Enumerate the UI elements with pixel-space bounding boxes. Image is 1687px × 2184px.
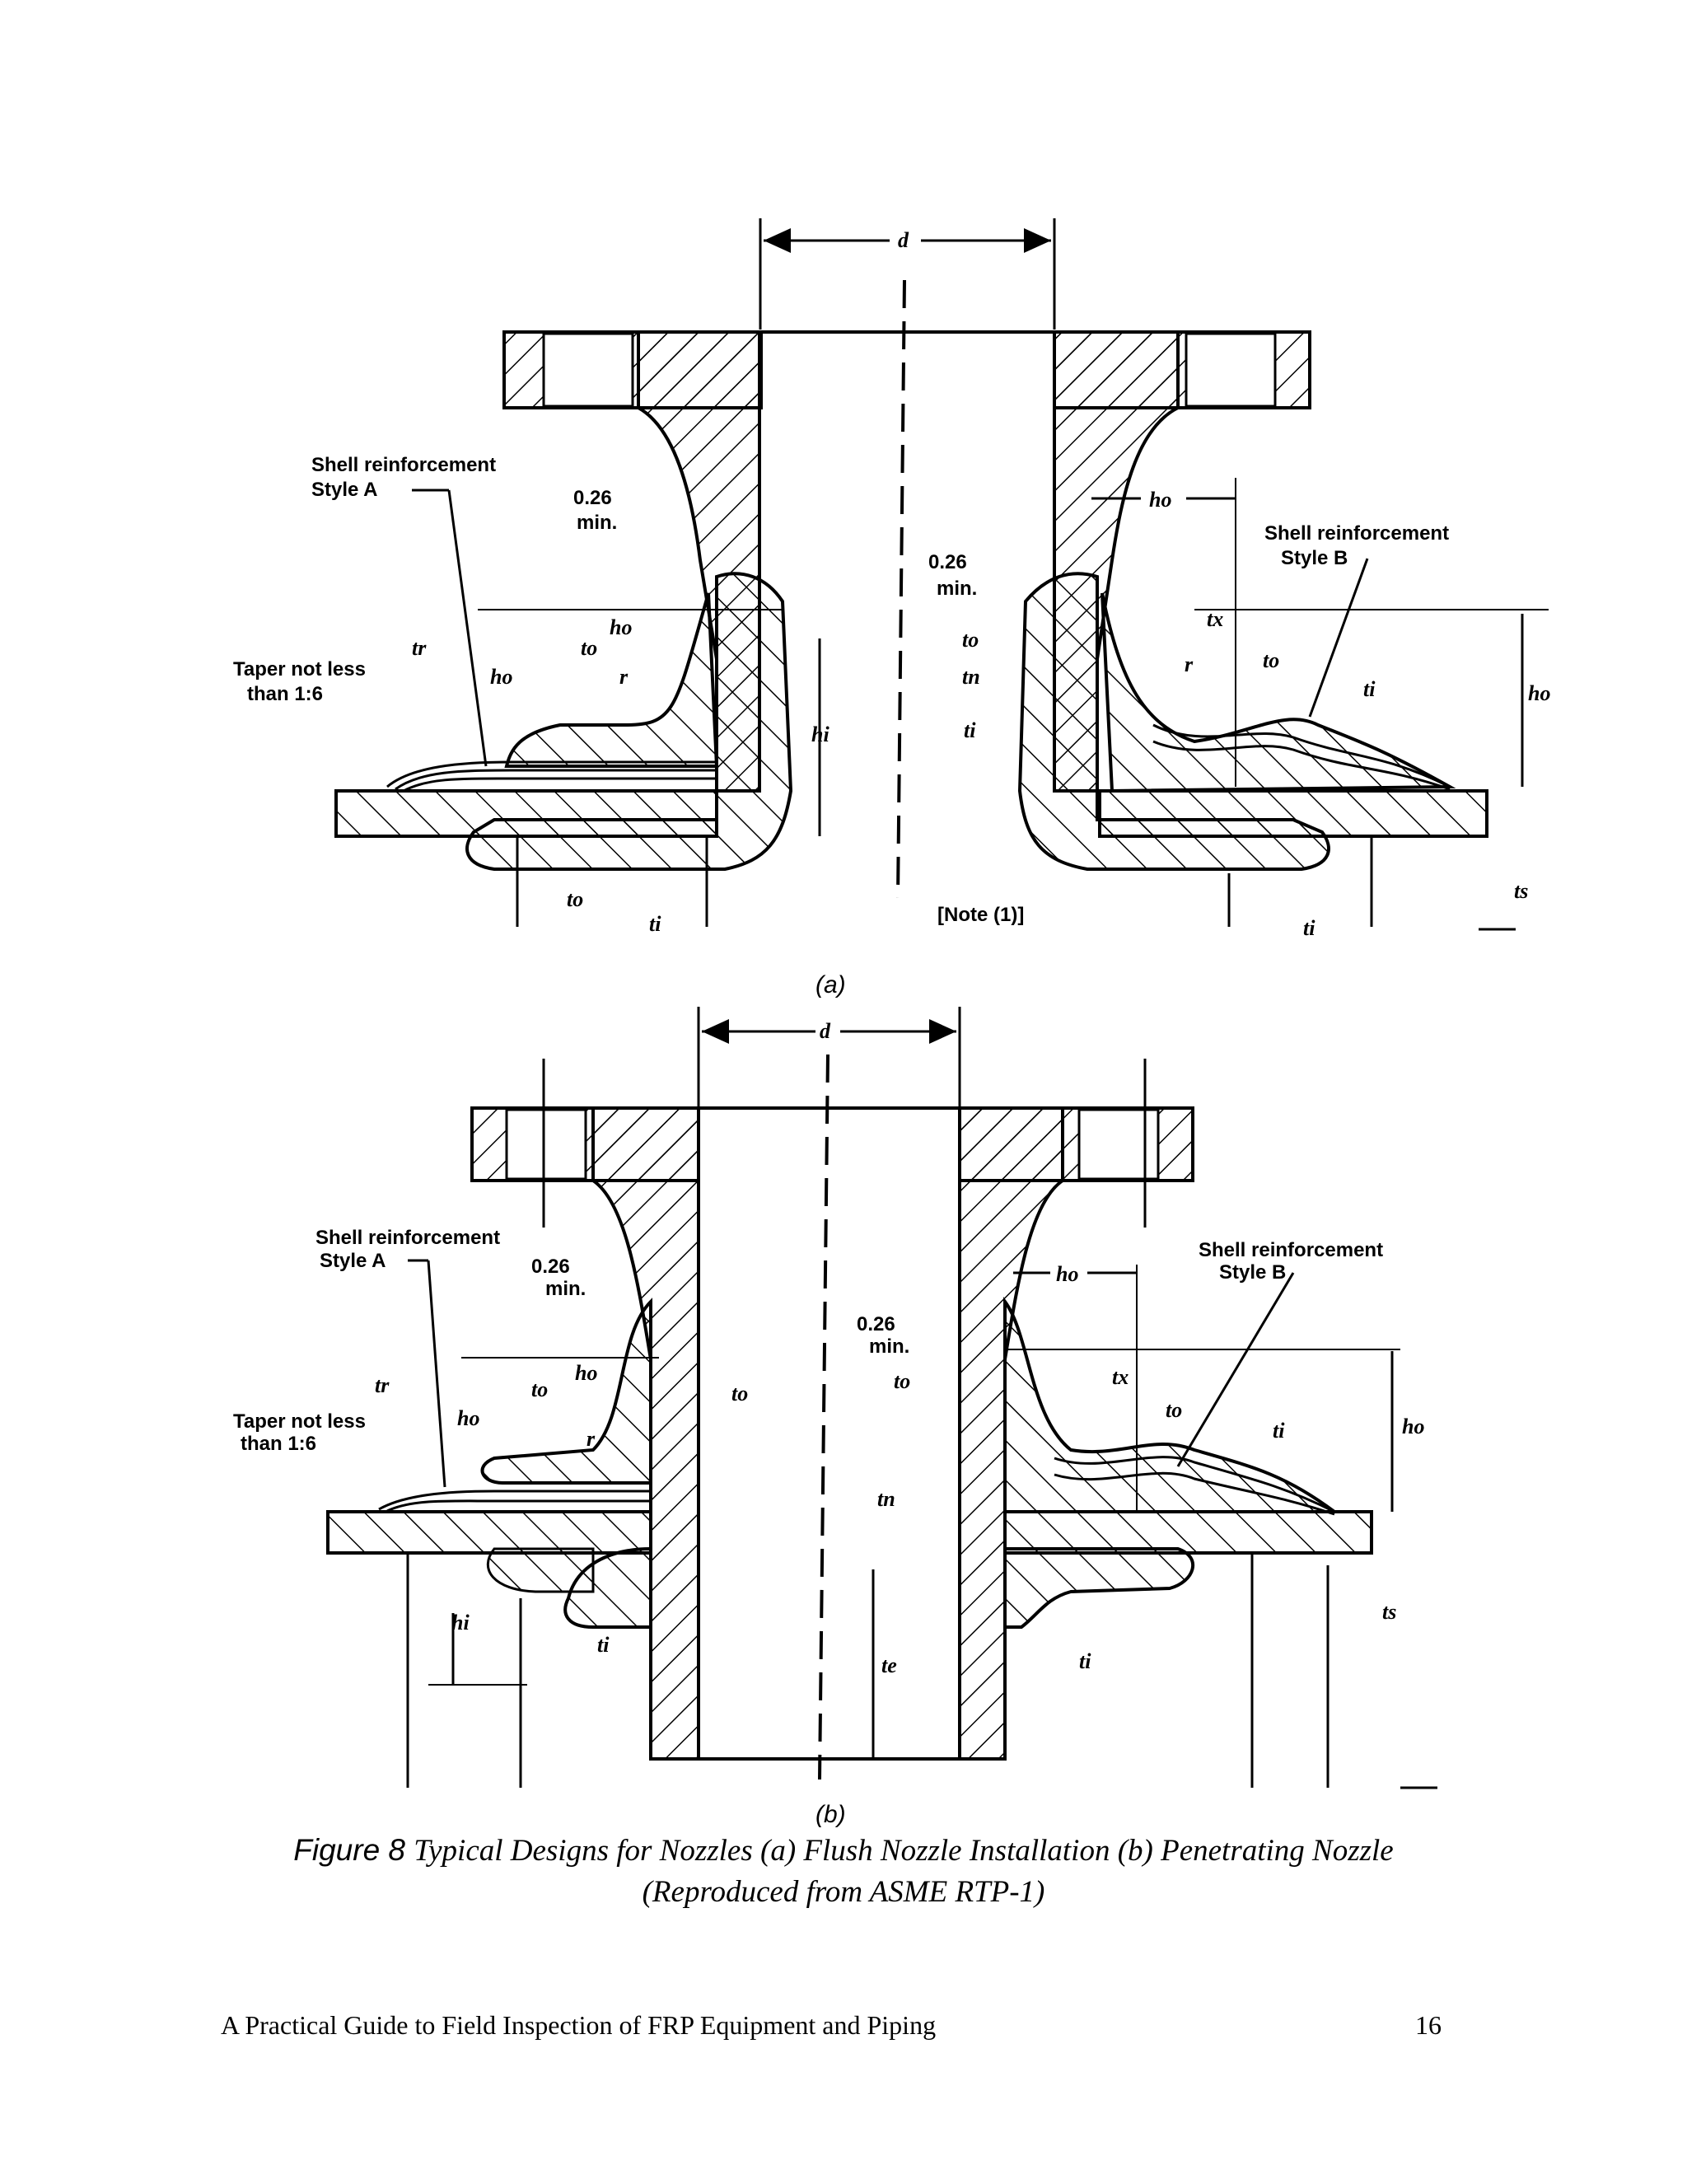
label-ti-left: ti bbox=[649, 912, 661, 936]
label-026-right: 0.26 bbox=[928, 551, 967, 573]
figure-caption-line2: (Reproduced from ASME RTP-1) bbox=[642, 1875, 1045, 1909]
label-tx-b: tx bbox=[1112, 1365, 1129, 1389]
label-min: min. bbox=[577, 512, 617, 534]
subcaption-a: (a) bbox=[815, 971, 846, 998]
label-ti-b-right: ti bbox=[1079, 1649, 1091, 1673]
label-to-left: to bbox=[581, 636, 597, 660]
label-ti-b-far-right: ti bbox=[1273, 1419, 1285, 1443]
label-taper-2: than 1:6 bbox=[247, 683, 323, 705]
label-ho-b-right: ho bbox=[1402, 1415, 1424, 1438]
label-ts: ts bbox=[1514, 879, 1528, 903]
label-tn-b: tn bbox=[877, 1487, 895, 1511]
label-min-b: min. bbox=[545, 1278, 586, 1300]
label-tr-b: tr bbox=[375, 1373, 390, 1397]
label-r-left: r bbox=[619, 665, 629, 689]
label-to-right-2: to bbox=[1263, 648, 1279, 672]
label-to-bottom: to bbox=[567, 887, 583, 911]
label-ho-b-left: ho bbox=[457, 1406, 479, 1430]
label-ho-b-right-top: ho bbox=[1056, 1262, 1078, 1286]
label-hi-b: hi bbox=[451, 1611, 470, 1634]
label-tx: tx bbox=[1207, 607, 1223, 631]
label-min-b-right: min. bbox=[869, 1335, 909, 1358]
label-min-right: min. bbox=[937, 578, 977, 600]
label-shell-b-2: Style B bbox=[1281, 547, 1348, 569]
label-taper-1: Taper not less bbox=[233, 658, 366, 680]
label-shell-b-2-b: Style B bbox=[1219, 1261, 1286, 1284]
label-ti-bottom-right: ti bbox=[1303, 916, 1315, 940]
label-to-b-right-2: to bbox=[1166, 1398, 1182, 1422]
label-ho-left: ho bbox=[490, 665, 512, 689]
label-d-b: d bbox=[820, 1019, 831, 1043]
figure-number: Figure 8 bbox=[293, 1833, 405, 1867]
right-shell bbox=[1098, 789, 1488, 838]
label-to-b-center: to bbox=[731, 1382, 748, 1405]
label-shell-a-1-b: Shell reinforcement bbox=[315, 1227, 500, 1249]
left-shell bbox=[334, 789, 718, 838]
label-ho-right: ho bbox=[1528, 681, 1550, 705]
label-r-b-left: r bbox=[586, 1427, 596, 1451]
label-shell-a-1: Shell reinforcement bbox=[311, 454, 496, 476]
label-taper-2-b: than 1:6 bbox=[241, 1433, 316, 1455]
label-shell-b-1-b: Shell reinforcement bbox=[1199, 1239, 1383, 1261]
label-to-b-left: to bbox=[531, 1377, 548, 1401]
label-ts-b: ts bbox=[1382, 1600, 1396, 1624]
label-ho-b-top: ho bbox=[575, 1361, 597, 1385]
label-tn-right: tn bbox=[962, 665, 980, 689]
label-tr: tr bbox=[412, 636, 427, 660]
label-r-right: r bbox=[1185, 652, 1194, 676]
label-to-b-right: to bbox=[894, 1369, 910, 1393]
label-ti-far-right: ti bbox=[1363, 677, 1376, 701]
label-ti-right-upper: ti bbox=[964, 718, 976, 742]
page-number: 16 bbox=[1415, 2010, 1442, 2040]
subcaption-b: (b) bbox=[815, 1801, 846, 1828]
label-hi: hi bbox=[811, 723, 829, 746]
label-026-b: 0.26 bbox=[531, 1256, 570, 1278]
figure-caption-line1: Figure 8 Typical Designs for Nozzles (a)… bbox=[0, 1833, 1687, 1868]
label-ho-right-top: ho bbox=[1149, 488, 1171, 512]
footer-title: A Practical Guide to Field Inspection of… bbox=[221, 2010, 937, 2040]
label-shell-a-2-b: Style A bbox=[320, 1250, 386, 1272]
label-026: 0.26 bbox=[573, 487, 612, 509]
label-note: [Note (1)] bbox=[937, 904, 1024, 926]
label-ho-left-top: ho bbox=[610, 615, 632, 639]
label-shell-a-2: Style A bbox=[311, 479, 377, 501]
figure-a: d bbox=[233, 218, 1550, 998]
label-to-right: to bbox=[962, 628, 979, 652]
label-026-b-right: 0.26 bbox=[857, 1313, 895, 1335]
label-te-b: te bbox=[881, 1653, 897, 1677]
figure-caption-text: Typical Designs for Nozzles (a) Flush No… bbox=[414, 1834, 1394, 1868]
label-ti-b-left: ti bbox=[597, 1633, 610, 1657]
figure-b: d bbox=[233, 1007, 1437, 1828]
label-shell-b-1: Shell reinforcement bbox=[1264, 522, 1449, 545]
label-taper-1-b: Taper not less bbox=[233, 1410, 366, 1433]
label-d: d bbox=[898, 228, 909, 252]
